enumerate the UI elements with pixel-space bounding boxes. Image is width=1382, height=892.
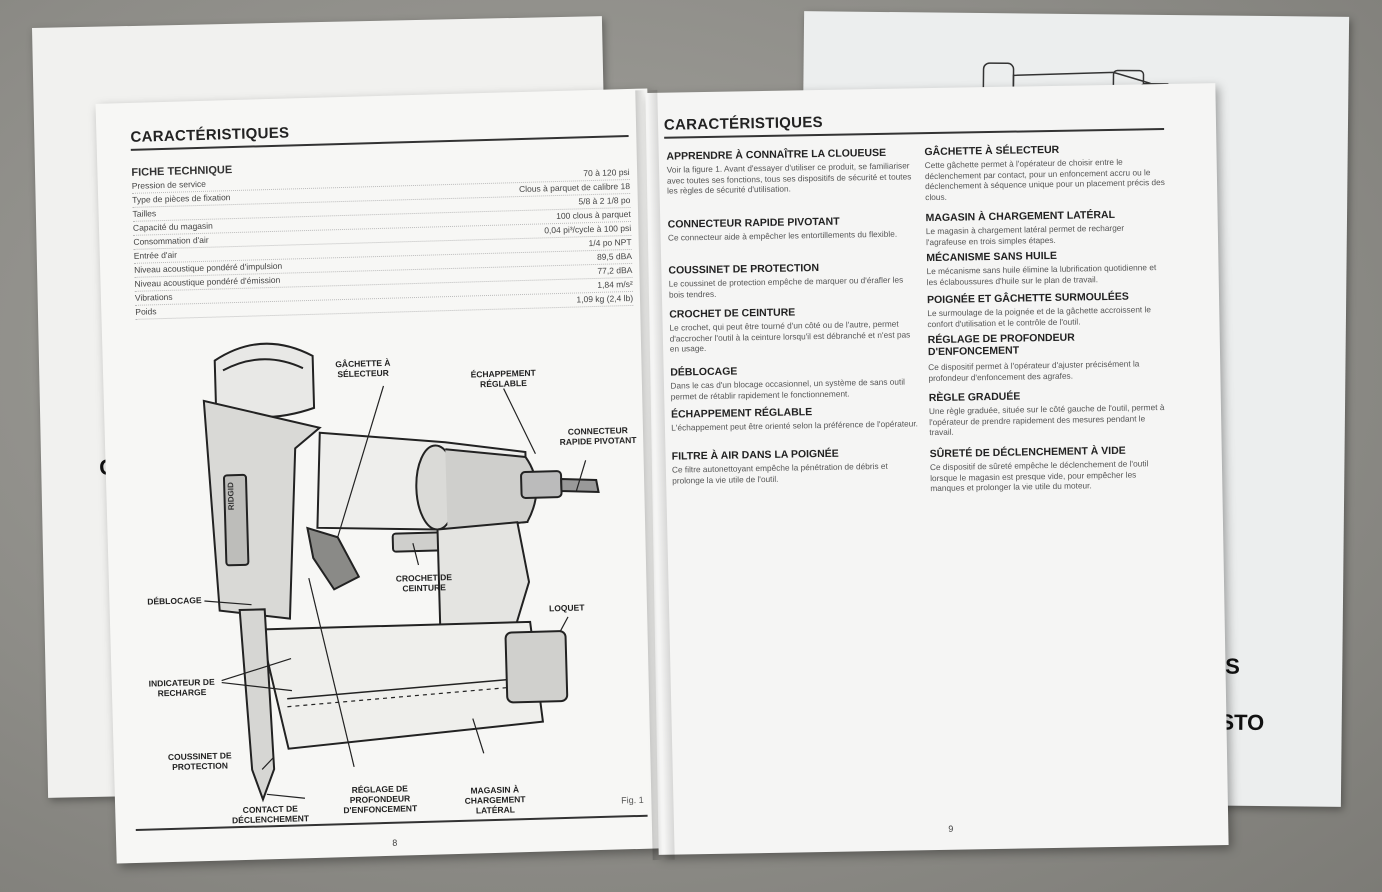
right-page-title: CARACTÉRISTIQUES	[663, 113, 824, 134]
feature-body: Le magasin à chargement latéral permet d…	[925, 222, 1125, 247]
spec-label: Vibrations	[134, 291, 176, 303]
feature-body: Ce connecteur aide à empêcher les entort…	[667, 228, 898, 243]
callout-belt-hook: CROCHET DE CEINTURE	[395, 572, 453, 594]
feature-body: Le coussinet de protection empêche de ma…	[668, 274, 904, 300]
feature-body: Le mécanisme sans huile élimine la lubri…	[926, 262, 1157, 287]
callout-side-magazine: MAGASIN À CHARGEMENT LATÉRAL	[464, 784, 526, 816]
left-page-title: CARACTÉRISTIQUES	[130, 124, 290, 146]
spec-label: Consommation d'air	[133, 234, 212, 247]
spec-label: Tailles	[132, 208, 160, 219]
feature-body: Ce filtre autonettoyant empêche la pénét…	[671, 460, 888, 486]
callout-connector: CONNECTEUR RAPIDE PIVOTANT	[559, 425, 637, 448]
spec-value: 89,5 dBA	[593, 250, 633, 262]
feature-body: Le crochet, qui peut être tourné d'un cô…	[669, 318, 911, 354]
manual-page-left: CARACTÉRISTIQUES FICHE TECHNIQUE Pressio…	[95, 88, 669, 864]
feature-body: Voir la figure 1. Avant d'essayer d'util…	[666, 160, 912, 196]
spec-label: Pression de service	[131, 178, 210, 191]
callout-latch: LOQUET	[548, 602, 585, 614]
manual-page-right: CARACTÉRISTIQUES APPRENDRE À CONNAÎTRE L…	[645, 83, 1229, 855]
callout-contact-trip: CONTACT DE DÉCLENCHEMENT	[231, 803, 310, 826]
brand-mark: RIDGID	[226, 482, 236, 511]
spec-value: 100 clous à parquet	[552, 208, 631, 222]
spec-value: 1,84 m/s²	[594, 278, 633, 290]
left-page-number: 8	[392, 837, 398, 848]
spec-value: 0,04 pi³/cycle à 100 psi	[541, 222, 632, 236]
spec-label: Entrée d'air	[133, 249, 181, 261]
feature-body: Dans le cas d'un blocage occasionnel, un…	[670, 376, 906, 402]
callout-exhaust: ÉCHAPPEMENT RÉGLABLE	[470, 367, 536, 390]
callout-trigger: GÂCHETTE À SÉLECTEUR	[335, 357, 391, 380]
feature-body: Cette gâchette permet à l'opérateur de c…	[924, 156, 1165, 202]
spec-value: 77,2 dBA	[594, 264, 633, 276]
spec-value: Clous à parquet de calibre 18	[515, 180, 631, 195]
feature-body: Une règle graduée, située sur le côté ga…	[928, 402, 1165, 438]
feature-body: Le surmoulage de la poignée et de la gâc…	[927, 304, 1152, 329]
spec-value: 70 à 120 psi	[580, 166, 630, 179]
feature-heading: RÉGLAGE DE PROFONDEUR D'ENFONCEMENT	[927, 331, 1075, 359]
spec-value: 1,09 kg (2,4 lb)	[573, 292, 634, 305]
figure-label: Fig. 1	[621, 794, 644, 806]
callout-depth-adjust: RÉGLAGE DE PROFONDEUR D'ENFONCEMENT	[343, 783, 418, 816]
callout-reload-indicator: INDICATEUR DE RECHARGE	[148, 676, 215, 699]
feature-body: Ce dispositif permet à l'opérateur d'aju…	[928, 358, 1140, 383]
spec-value: 5/8 à 2 1/8 po	[575, 194, 631, 207]
spec-heading: FICHE TECHNIQUE	[131, 164, 233, 179]
spec-value: 1/4 po NPT	[585, 236, 632, 249]
spec-label: Capacité du magasin	[132, 220, 216, 233]
callout-release: DÉBLOCAGE	[147, 595, 202, 607]
feature-body: L'échappement peut être orienté selon la…	[671, 418, 919, 433]
feature-body: Ce dispositif de sûreté empêche le décle…	[929, 458, 1149, 494]
right-page-number: 9	[948, 823, 954, 834]
nailer-illustration	[202, 342, 600, 803]
spec-label: Poids	[135, 306, 160, 317]
callout-protection-pad: COUSSINET DE PROTECTION	[167, 750, 232, 772]
spec-label: Type de pièces de fixation	[132, 192, 234, 205]
